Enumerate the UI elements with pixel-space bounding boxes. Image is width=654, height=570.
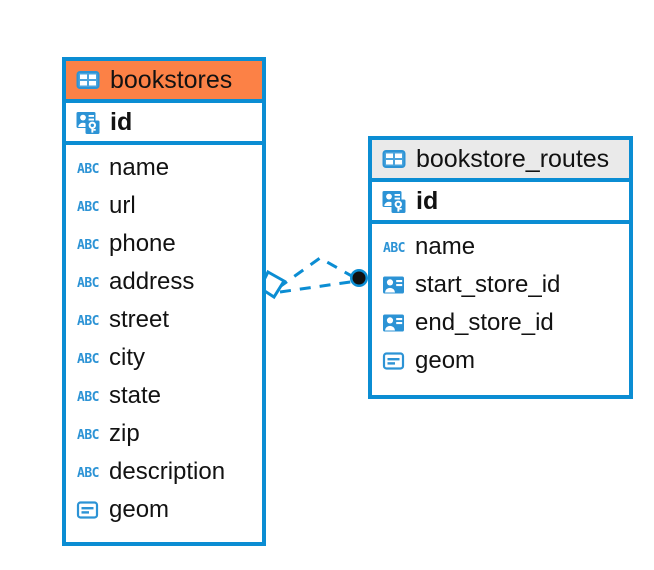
field-row[interactable]: ABC name [372,228,629,266]
field-row[interactable]: geom [66,491,262,529]
entity-header-bookstore-routes[interactable]: bookstore_routes [372,140,629,182]
field-row[interactable]: ABC street [66,301,262,339]
entity-table-bookstore-routes[interactable]: bookstore_routes id ABC [368,136,633,399]
field-label: street [109,306,170,333]
text-type-icon: ABC [77,199,99,215]
primary-key-row[interactable]: id [66,103,262,145]
primary-key-row[interactable]: id [372,182,629,224]
field-label: start_store_id [415,271,561,298]
table-icon [75,67,101,93]
field-row[interactable]: start_store_id [372,266,629,304]
field-label: name [109,154,170,181]
primary-key-label: id [416,186,439,215]
field-row[interactable]: ABC state [66,377,262,415]
field-label: geom [109,496,170,523]
primary-key-icon [381,188,408,215]
field-label: address [109,268,195,295]
geometry-type-icon [381,348,407,374]
text-type-icon: ABC [77,465,99,481]
field-label: name [415,233,476,260]
text-type-icon: ABC [77,275,99,291]
field-label: geom [415,347,476,374]
text-type-icon: ABC [77,389,99,405]
primary-key-icon [75,109,102,136]
field-label: state [109,382,162,409]
table-icon [381,146,407,172]
field-list: ABC name start_store_id [372,224,629,384]
geometry-type-icon [75,497,101,523]
field-label: url [109,192,136,219]
text-type-icon: ABC [77,427,99,443]
filled-circle-marker[interactable] [350,269,368,287]
field-label: phone [109,230,176,257]
field-row[interactable]: ABC description [66,453,262,491]
text-type-icon: ABC [77,237,99,253]
entity-title: bookstores [110,65,233,94]
foreign-key-icon [381,272,407,298]
field-label: zip [109,420,140,447]
field-row[interactable]: ABC address [66,263,262,301]
field-label: description [109,458,226,485]
text-type-icon: ABC [77,351,99,367]
foreign-key-icon [381,310,407,336]
primary-key-label: id [110,107,133,136]
field-list: ABC name ABC url ABC phone ABC address A… [66,145,262,533]
field-row[interactable]: ABC city [66,339,262,377]
relationship-line-lower [279,279,358,294]
text-type-icon: ABC [77,161,99,177]
field-row[interactable]: ABC zip [66,415,262,453]
field-row[interactable]: geom [372,342,629,380]
field-label: city [109,344,145,371]
text-type-icon: ABC [77,313,99,329]
field-row[interactable]: ABC url [66,187,262,225]
field-label: end_store_id [415,309,554,336]
entity-table-bookstores[interactable]: bookstores id ABC [62,57,266,546]
field-row[interactable]: end_store_id [372,304,629,342]
entity-title: bookstore_routes [416,144,610,173]
text-type-icon: ABC [383,240,405,256]
field-row[interactable]: ABC name [66,149,262,187]
entity-header-bookstores[interactable]: bookstores [66,61,262,103]
field-row[interactable]: ABC phone [66,225,262,263]
